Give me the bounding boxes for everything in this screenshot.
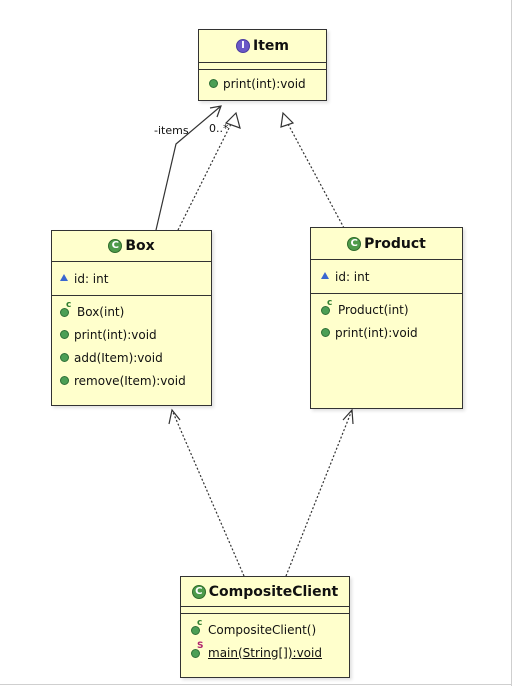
- attributes-compartment: [199, 63, 326, 70]
- operation-row[interactable]: print(int):void: [209, 72, 326, 95]
- attribute-row[interactable]: id: int: [60, 267, 211, 290]
- constructor-icon: c: [60, 300, 72, 319]
- public-method-icon: [60, 330, 69, 339]
- association-role-label: -items: [154, 124, 189, 137]
- product-item-realization: [280, 111, 345, 229]
- item-header: I Item: [199, 30, 326, 63]
- operation-signature: print(int):void: [223, 76, 306, 91]
- operation-signature: print(int):void: [74, 327, 157, 342]
- operations-compartment: c Box(int) print(int):void add(Item):voi…: [52, 296, 211, 392]
- constructor-icon: c: [191, 618, 203, 637]
- class-name: Product: [364, 235, 426, 252]
- attributes-compartment: [181, 607, 349, 614]
- panel-right-border: [511, 0, 512, 686]
- operation-signature: main(String[]):void: [208, 645, 322, 660]
- box-item-realization: [177, 111, 241, 231]
- composite-client-header: C CompositeClient: [181, 577, 349, 607]
- class-name: Item: [253, 38, 289, 54]
- operation-signature: Box(int): [77, 304, 125, 319]
- box-class[interactable]: C Box id: int c Box(int) print(int):void: [51, 230, 212, 406]
- attributes-compartment: id: int: [52, 262, 211, 296]
- constructor-icon: c: [321, 298, 333, 317]
- attribute-row[interactable]: id: int: [321, 265, 462, 288]
- package-field-icon: [60, 274, 68, 281]
- operation-signature: CompositeClient(): [208, 622, 317, 637]
- attribute-text: id: int: [335, 269, 370, 284]
- class-icon: C: [347, 236, 362, 251]
- operation-row[interactable]: add(Item):void: [60, 346, 211, 369]
- association-multiplicity-label: 0..*: [209, 122, 229, 135]
- operation-signature: Product(int): [338, 302, 409, 317]
- operation-row[interactable]: print(int):void: [321, 321, 462, 344]
- package-field-icon: [321, 272, 329, 279]
- attributes-compartment: id: int: [311, 260, 462, 294]
- product-header: C Product: [311, 228, 462, 260]
- public-method-icon: [209, 79, 218, 88]
- constructor-row[interactable]: c Box(int): [60, 300, 211, 323]
- class-name: CompositeClient: [208, 583, 339, 600]
- operation-row[interactable]: remove(Item):void: [60, 369, 211, 392]
- product-class[interactable]: C Product id: int c Product(int) print(i…: [310, 227, 463, 409]
- static-method-row[interactable]: S main(String[]):void: [191, 641, 349, 664]
- constructor-row[interactable]: c Product(int): [321, 298, 462, 321]
- operation-signature: remove(Item):void: [74, 373, 186, 388]
- class-icon: C: [108, 239, 123, 253]
- client-box-dependency: [168, 408, 245, 577]
- panel-bottom-border: [0, 684, 512, 685]
- operation-row[interactable]: print(int):void: [60, 323, 211, 346]
- operation-signature: add(Item):void: [74, 350, 163, 365]
- constructor-row[interactable]: c CompositeClient(): [191, 618, 349, 641]
- client-product-dependency: [285, 408, 354, 577]
- public-method-icon: [321, 328, 330, 337]
- operations-compartment: c Product(int) print(int):void: [311, 294, 462, 344]
- interface-icon: I: [236, 39, 250, 53]
- attribute-text: id: int: [74, 271, 109, 286]
- operation-signature: print(int):void: [335, 325, 418, 340]
- composite-client-class[interactable]: C CompositeClient c CompositeClient() S …: [180, 576, 350, 678]
- public-method-icon: [60, 376, 69, 385]
- public-method-icon: [60, 353, 69, 362]
- box-header: C Box: [52, 231, 211, 262]
- box-item-association: [155, 105, 222, 231]
- operations-compartment: c CompositeClient() S main(String[]):voi…: [181, 614, 349, 664]
- class-icon: C: [191, 584, 206, 599]
- operations-compartment: print(int):void: [199, 70, 326, 97]
- item-interface[interactable]: I Item print(int):void: [198, 29, 327, 101]
- static-method-icon: S: [191, 641, 203, 660]
- class-name: Box: [125, 238, 155, 254]
